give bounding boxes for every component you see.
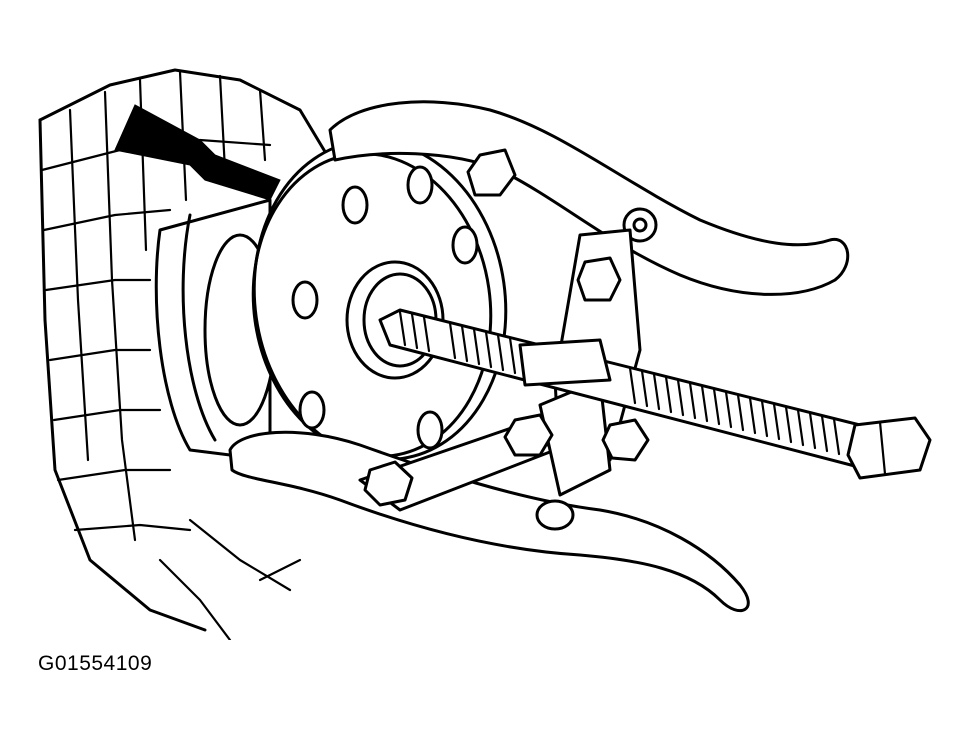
pointer-arrow-icon xyxy=(114,104,281,201)
hub-housing xyxy=(154,198,277,462)
forcing-screw xyxy=(378,308,932,480)
upper-puller-arm xyxy=(328,100,850,296)
figure-code: G01554109 xyxy=(38,652,153,675)
lower-puller-arm xyxy=(228,430,750,613)
puller-illustration xyxy=(38,68,932,640)
transaxle-housing xyxy=(38,68,332,640)
